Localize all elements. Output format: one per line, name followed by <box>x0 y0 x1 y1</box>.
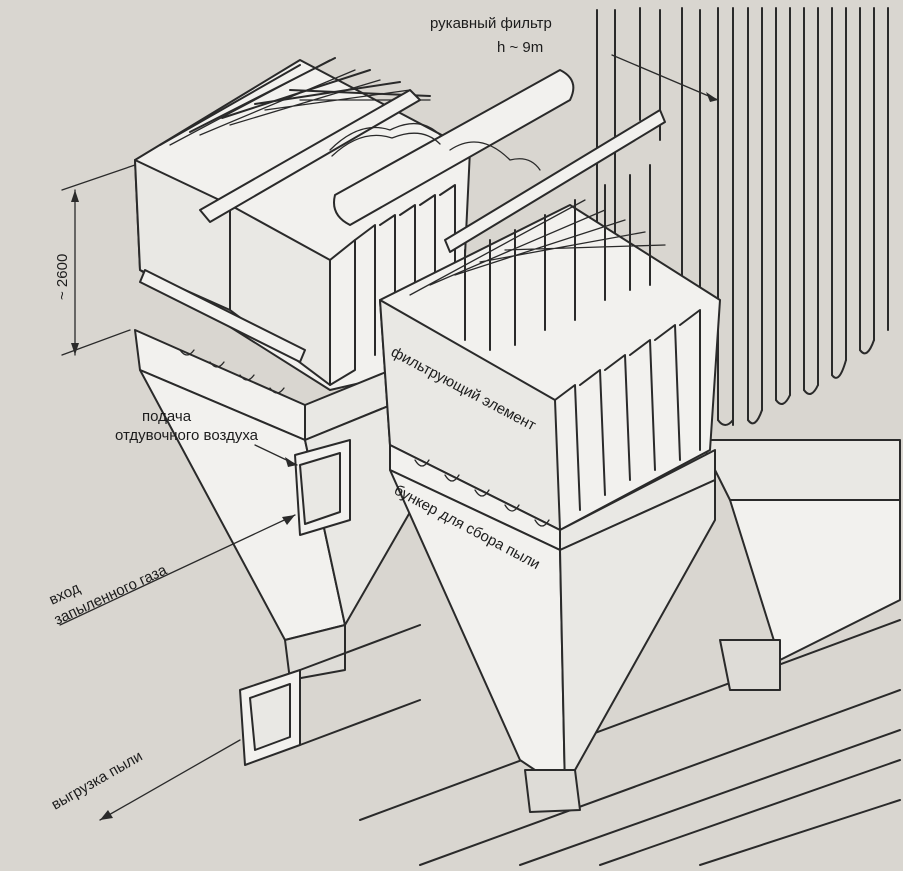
height-dimension <box>61 164 136 356</box>
label-dimension: ~ 2600 <box>54 254 71 300</box>
front-filter-unit <box>379 109 721 551</box>
annotation-arrows <box>59 54 719 821</box>
label-height: h ~ 9m <box>497 39 543 56</box>
floor-rails <box>359 619 901 866</box>
right-hopper <box>699 439 901 691</box>
purge-air-duct <box>294 439 351 536</box>
front-hopper <box>389 469 716 813</box>
label-bag-filter: рукавный фильтр <box>430 15 552 32</box>
label-purge-air-2: отдувочного воздуха <box>115 427 259 444</box>
dust-discharge-duct <box>239 624 421 766</box>
label-dust-discharge: выгрузка пыли <box>49 748 146 814</box>
filter-bags-array <box>596 7 889 426</box>
label-purge-air-1: подача <box>142 408 192 425</box>
